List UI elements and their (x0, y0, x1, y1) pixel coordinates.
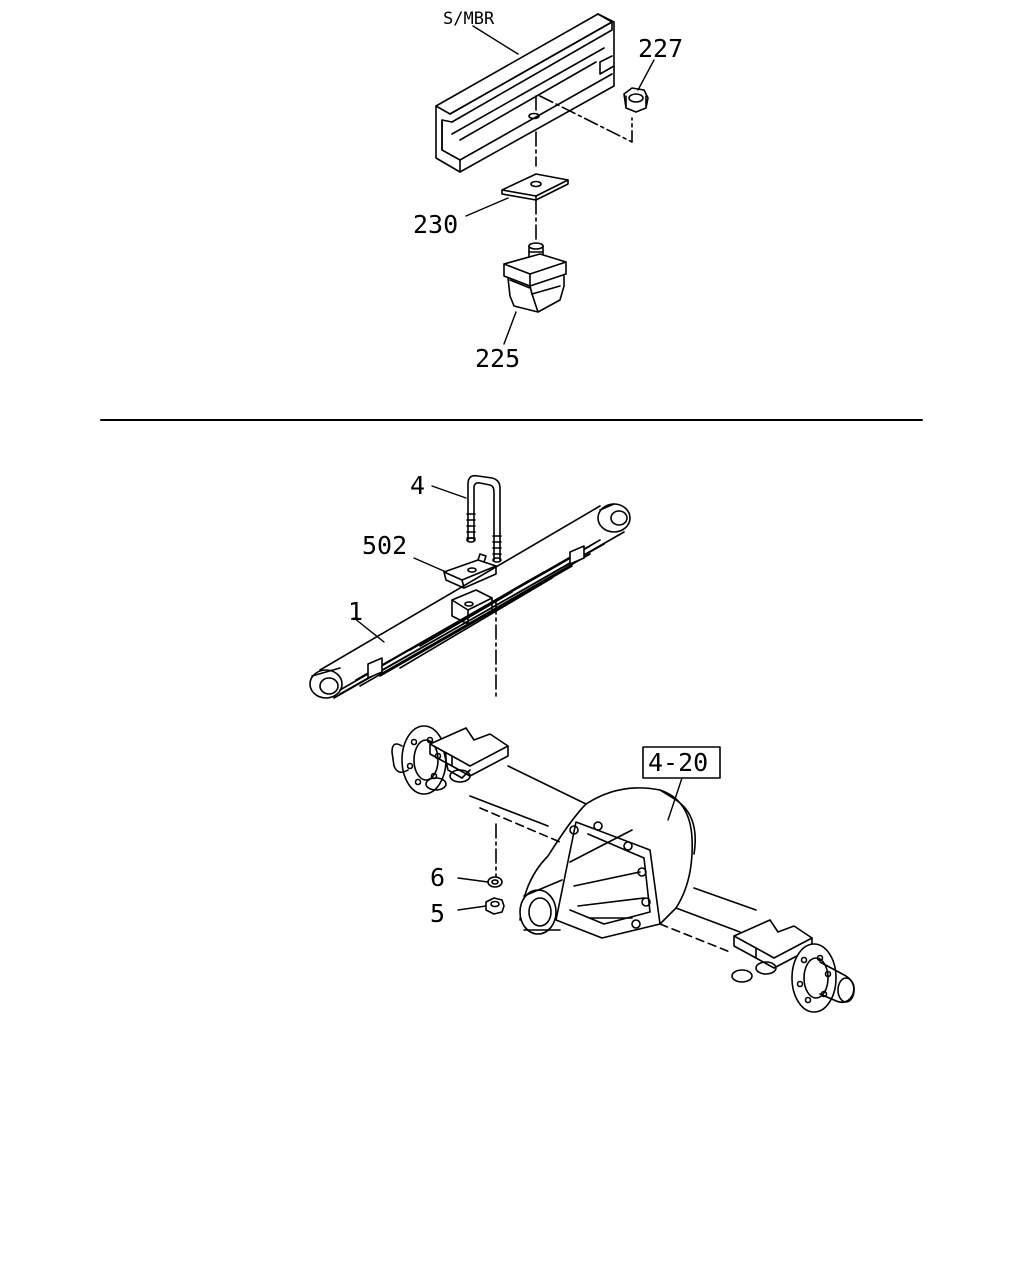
axle-housing (391, 725, 855, 1013)
side-member (435, 13, 633, 173)
bumper-plate (501, 173, 569, 201)
bumper-nut (623, 87, 649, 113)
label-spring-seat: 502 (362, 531, 407, 560)
bumper-stopper (503, 242, 567, 313)
leaf-spring (309, 503, 631, 699)
label-frame-member: S/MBR (443, 9, 495, 29)
label-leaf-spring: 1 (348, 597, 363, 626)
axle-ref-box (642, 746, 721, 779)
label-axle-ref: 4-20 (648, 748, 708, 777)
nut (485, 897, 505, 915)
label-bumper-nut: 227 (638, 34, 683, 63)
label-u-bolt: 4 (410, 471, 425, 500)
label-bumper-plate: 230 (413, 210, 458, 239)
label-bumper-stopper: 225 (475, 344, 520, 373)
label-washer: 6 (430, 863, 445, 892)
spring-seat (443, 553, 497, 589)
washer (487, 876, 503, 888)
u-bolt (466, 474, 502, 563)
label-nut: 5 (430, 899, 445, 928)
